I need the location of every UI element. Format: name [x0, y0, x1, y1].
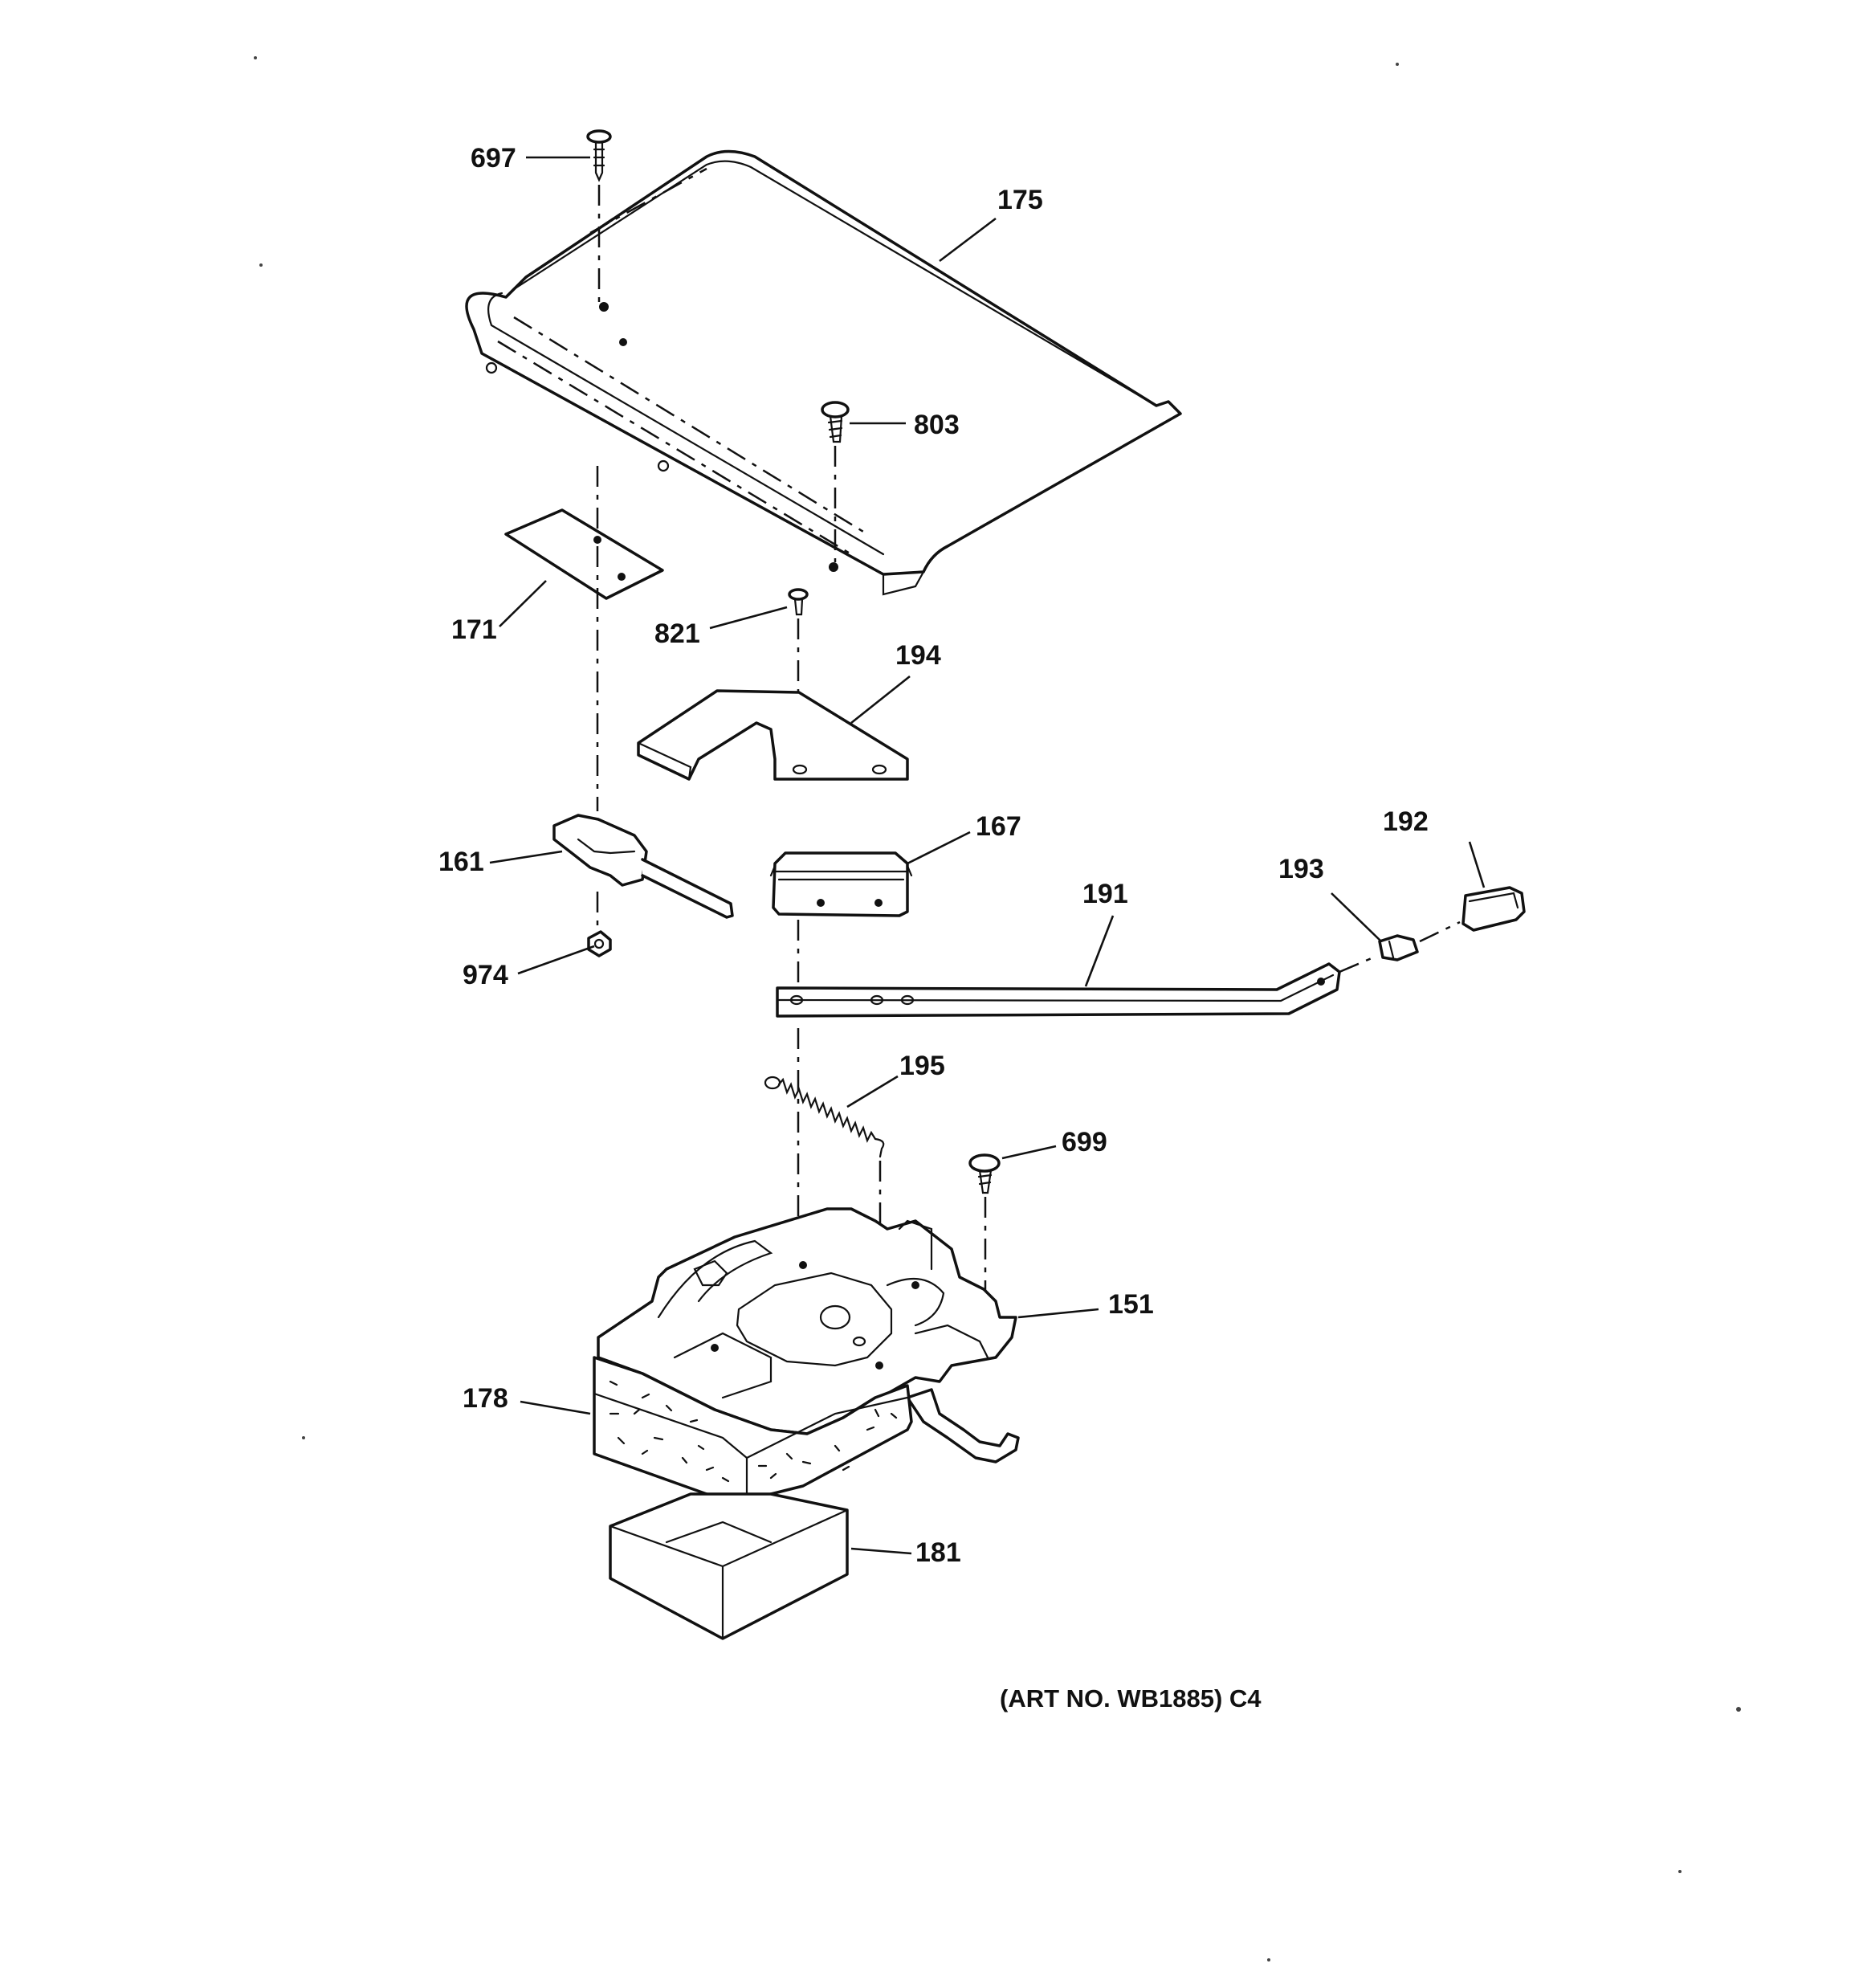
callout-974: 974	[463, 960, 508, 990]
callout-191: 191	[1082, 879, 1128, 909]
part-192-knob	[1461, 886, 1526, 932]
hole-dot	[1317, 978, 1325, 986]
part-974-nut	[587, 930, 612, 957]
part-178-insulation	[593, 1356, 913, 1504]
part-697-screw	[586, 129, 612, 305]
hole-dot	[599, 302, 609, 312]
part-171-pad	[504, 466, 664, 811]
callout-167: 167	[976, 811, 1021, 842]
callout-821: 821	[654, 618, 700, 649]
part-175-cover	[465, 149, 1182, 596]
leader-lines	[489, 156, 1486, 1555]
callout-151: 151	[1108, 1289, 1154, 1320]
hole-dot	[875, 1361, 883, 1370]
insulation-speckle	[609, 1380, 898, 1483]
hole-dot	[817, 899, 825, 907]
hole-ring	[657, 459, 670, 472]
hole-dot	[619, 338, 627, 346]
hole-dot	[593, 536, 601, 544]
callout-181: 181	[915, 1537, 961, 1568]
part-181-block	[609, 1492, 849, 1640]
hole-dot	[911, 1281, 919, 1289]
part-167-guide	[769, 851, 913, 988]
part-191-rod	[776, 954, 1378, 1018]
callout-195: 195	[899, 1051, 945, 1081]
hole-ring	[485, 361, 498, 374]
part-193-clip	[1378, 921, 1461, 961]
callout-194: 194	[895, 640, 941, 671]
callout-161: 161	[438, 847, 484, 877]
callout-697: 697	[471, 143, 516, 173]
callout-803: 803	[914, 410, 960, 440]
part-803-screw	[821, 401, 850, 562]
art-number: (ART NO. WB1885) C4	[1000, 1684, 1262, 1712]
part-161-switch	[552, 814, 734, 936]
callout-699: 699	[1062, 1127, 1107, 1157]
callout-192: 192	[1383, 806, 1429, 837]
part-194-bracket	[637, 689, 909, 781]
callout-193: 193	[1278, 854, 1324, 884]
hole-dot	[874, 899, 883, 907]
scan-specks	[254, 56, 1741, 1961]
hole-dot	[618, 573, 626, 581]
callout-171: 171	[451, 614, 497, 645]
callout-175: 175	[997, 185, 1043, 215]
callout-labels: 697 175 803 171 821 194 161 167 192 193 …	[438, 143, 1429, 1712]
hole-dot	[711, 1344, 719, 1352]
hole-dot	[799, 1261, 807, 1269]
callout-178: 178	[463, 1383, 508, 1414]
hole-dot	[829, 562, 838, 572]
